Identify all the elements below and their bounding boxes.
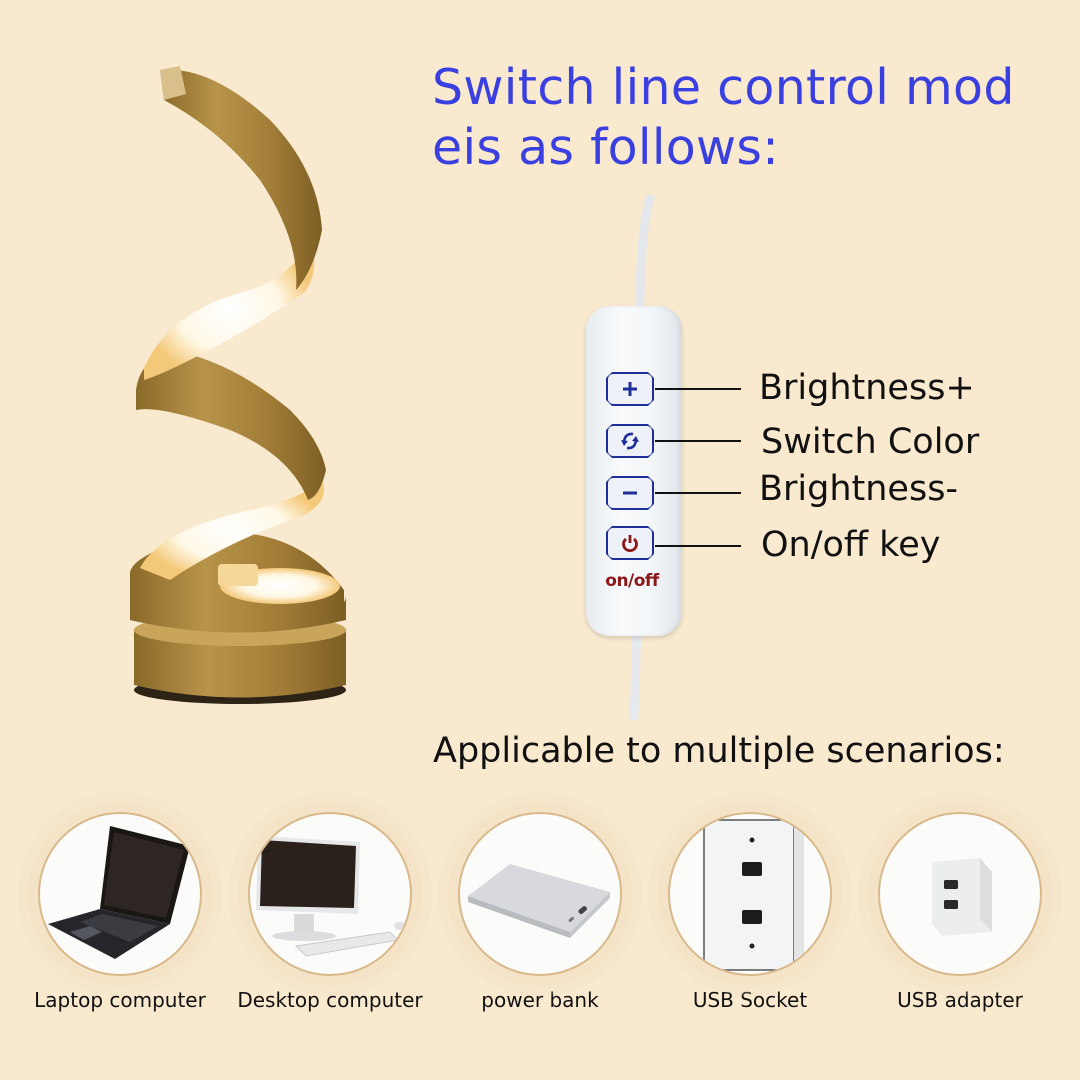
- label-brightness-up: Brightness+: [759, 368, 975, 408]
- scenario-label: Desktop computer: [237, 988, 423, 1012]
- title-line-1: Switch line control mod: [432, 59, 1015, 116]
- brightness-down-button[interactable]: [606, 476, 654, 510]
- usb-adapter-icon: [932, 858, 992, 936]
- scenario-laptop: Laptop computer: [15, 812, 225, 1012]
- spiral-lamp-image: [130, 66, 346, 704]
- scenario-label: Laptop computer: [34, 988, 206, 1012]
- page-title: Switch line control mod eis as follows:: [432, 58, 1072, 178]
- scenario-label: USB Socket: [692, 988, 808, 1012]
- leader-line-brightness-up: [655, 388, 741, 390]
- scenario-usb-adapter: USB adapter: [855, 812, 1065, 1012]
- scenario-power-bank: power bank: [435, 812, 645, 1012]
- minus-icon: [620, 483, 640, 503]
- power-icon: [620, 533, 640, 553]
- leader-line-switch-color: [655, 440, 741, 442]
- inline-switch-controller: on/off: [586, 306, 682, 636]
- scenario-label: power bank: [481, 988, 599, 1012]
- desktop-computer-icon: [256, 836, 406, 957]
- cycle-arrows-icon: [618, 430, 642, 452]
- power-button[interactable]: [606, 526, 654, 560]
- brightness-up-button[interactable]: [606, 372, 654, 406]
- plus-icon: [620, 379, 640, 399]
- label-onoff-key: On/off key: [761, 525, 941, 565]
- scenario-usb-socket: USB Socket: [645, 812, 855, 1012]
- switch-color-button[interactable]: [606, 424, 654, 458]
- power-bank-icon: [468, 864, 610, 938]
- label-brightness-down: Brightness-: [759, 469, 959, 509]
- scenario-desktop: Desktop computer: [225, 812, 435, 1012]
- leader-line-onoff: [655, 545, 741, 547]
- label-switch-color: Switch Color: [761, 422, 980, 462]
- cable-bottom: [629, 625, 642, 720]
- laptop-icon: [48, 826, 190, 959]
- onoff-label: on/off: [605, 571, 659, 591]
- usb-socket-icon: [703, 819, 804, 971]
- scenario-label: USB adapter: [897, 988, 1023, 1012]
- cable-top: [635, 195, 655, 320]
- title-line-2: eis as follows:: [432, 119, 780, 176]
- scenarios-heading: Applicable to multiple scenarios:: [433, 731, 1005, 771]
- leader-line-brightness-down: [655, 492, 741, 494]
